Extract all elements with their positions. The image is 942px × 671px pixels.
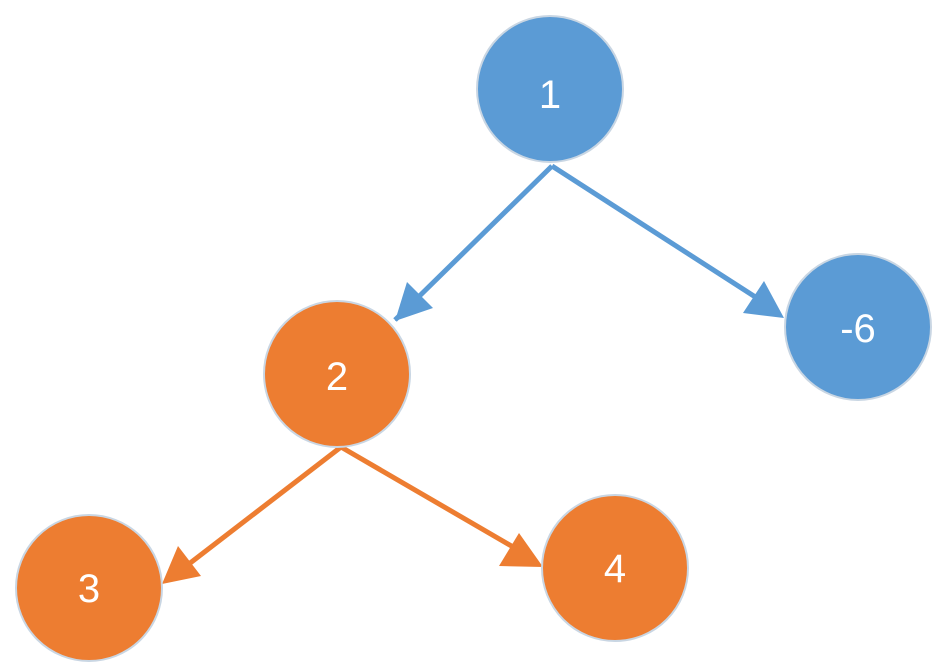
node-circle [784,253,932,401]
tree-node-4: 4 [541,494,689,642]
tree-node-neg6: -6 [784,253,932,401]
arrowhead-2-to-4 [499,533,543,567]
node-circle [541,494,689,642]
node-circle [476,15,624,163]
tree-node-3: 3 [15,514,163,662]
node-label: 4 [604,547,626,591]
node-circle [263,300,411,448]
tree-node-2: 2 [263,300,411,448]
node-label: 1 [539,73,561,117]
node-circle [15,514,163,662]
arrowhead-2-to-3 [162,546,201,584]
edge-2-to-4 [339,444,522,554]
arrowhead-1-to-2 [395,282,433,321]
edge-1-to-2 [393,164,554,322]
edge-1-to-neg6 [550,163,762,303]
node-label: -6 [840,307,876,351]
arrowhead-1-to-neg6 [743,281,784,318]
edges [162,163,784,584]
edge-2-to-3 [183,445,343,569]
tree-node-1: 1 [476,15,624,163]
node-label: 3 [78,567,100,611]
node-label: 2 [326,355,348,399]
